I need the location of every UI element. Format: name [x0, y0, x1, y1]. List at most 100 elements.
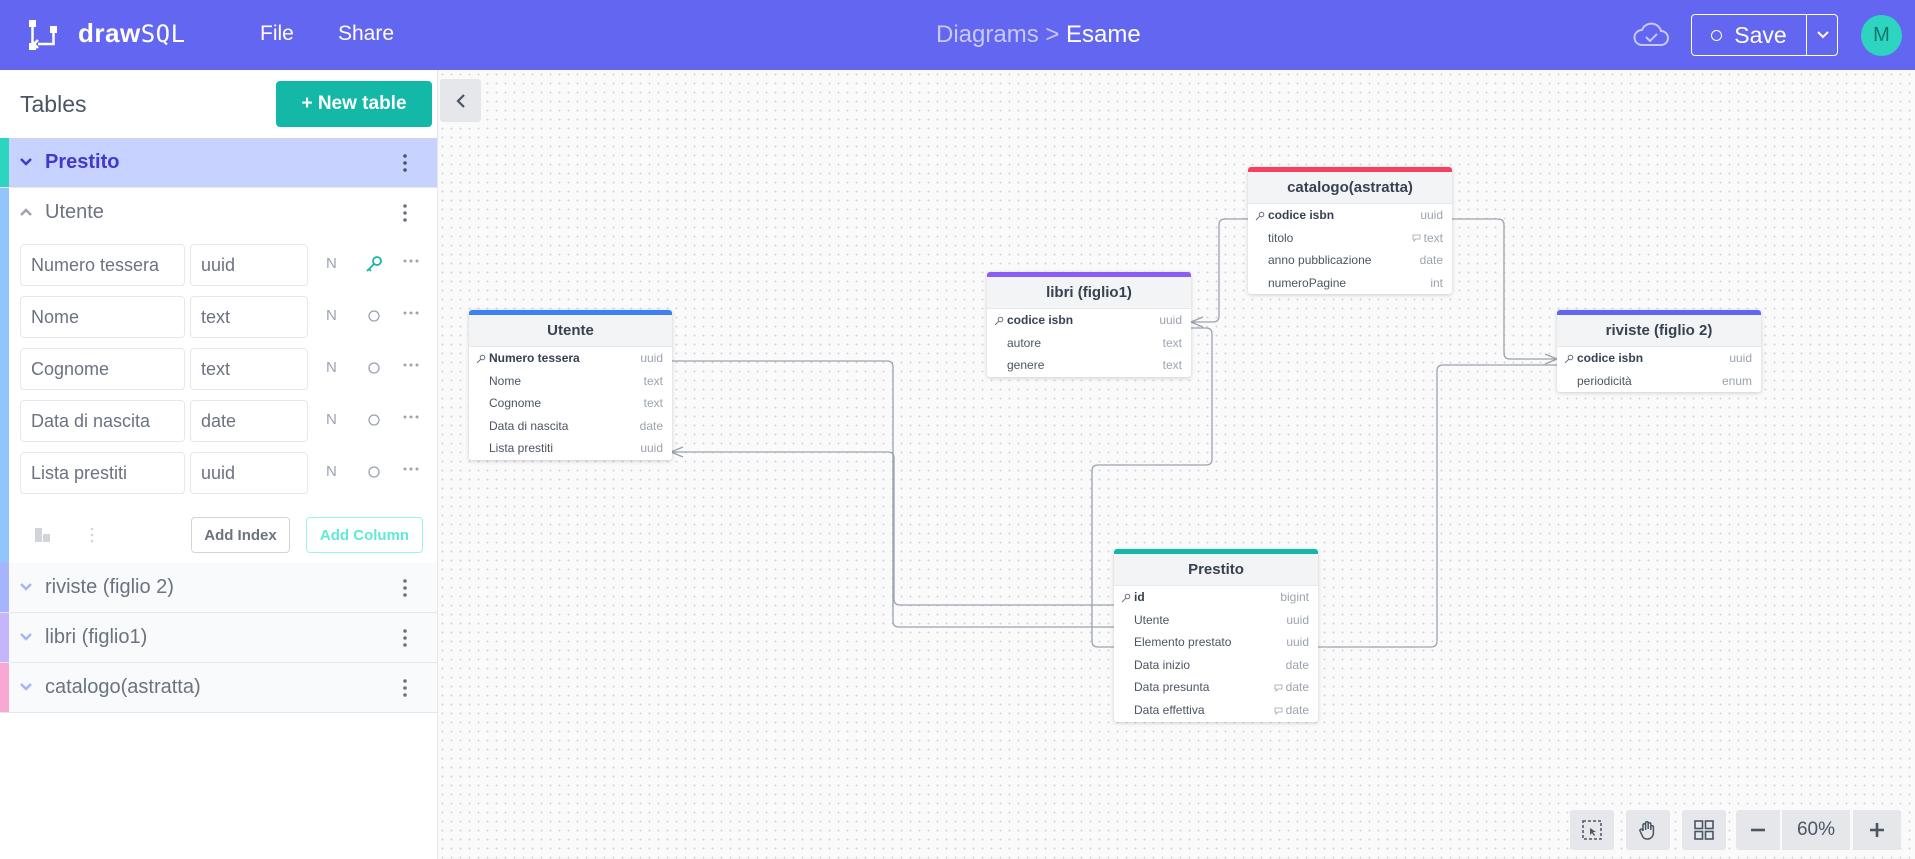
grid-toggle-button[interactable] — [1682, 810, 1726, 850]
save-options-button[interactable] — [1807, 15, 1838, 55]
breadcrumb-parent[interactable]: Diagrams > — [936, 21, 1060, 48]
relation-utente-prestito — [671, 360, 1114, 628]
er-table-catalogo[interactable]: catalogo(astratta) codice isbn uuid tito… — [1248, 167, 1452, 295]
user-avatar[interactable]: M — [1861, 15, 1902, 56]
nullable-toggle[interactable]: N — [326, 463, 337, 480]
menu-share[interactable]: Share — [338, 22, 395, 45]
er-column-type: text — [643, 396, 663, 411]
field-name-input[interactable]: Data di nascita — [20, 400, 185, 442]
field-name-input[interactable]: Cognome — [20, 348, 185, 390]
more-vertical-icon[interactable] — [400, 678, 410, 698]
more-horizontal-icon[interactable] — [402, 310, 420, 316]
field-type-select[interactable]: text — [190, 348, 308, 390]
save-button[interactable]: Save — [1692, 15, 1806, 55]
field-type-select[interactable]: text — [190, 296, 308, 338]
key-toggle-circle-icon[interactable] — [364, 462, 384, 482]
zoom-level[interactable]: 60% — [1782, 810, 1850, 850]
chevron-down-icon — [20, 683, 32, 691]
field-type-select[interactable]: uuid — [190, 244, 308, 286]
table-item-utente[interactable]: Utente — [0, 188, 437, 238]
er-column-type: date — [1285, 657, 1309, 672]
cloud-sync-icon[interactable] — [1632, 17, 1670, 53]
er-column-name: codice isbn — [1268, 208, 1335, 222]
er-column[interactable]: codice isbn uuid — [1557, 347, 1761, 370]
table-item-libri[interactable]: libri (figlio1) — [0, 613, 437, 663]
table-item-prestito[interactable]: Prestito — [0, 138, 437, 188]
er-column-name: Data presunta — [1134, 680, 1210, 695]
key-toggle-circle-icon[interactable] — [364, 410, 384, 430]
select-tool-button[interactable] — [1570, 810, 1614, 850]
collapse-panel-button[interactable] — [440, 79, 481, 122]
er-column[interactable]: codice isbn uuid — [987, 309, 1191, 332]
nullable-toggle[interactable]: N — [326, 411, 337, 428]
zoom-in-icon — [1870, 823, 1884, 837]
tables-panel-header: Tables + New table — [0, 70, 437, 138]
select-icon — [1582, 820, 1602, 840]
pan-tool-button[interactable] — [1626, 810, 1670, 850]
er-column-type: date — [1419, 253, 1443, 268]
more-vertical-icon[interactable] — [400, 203, 410, 223]
index-icon[interactable] — [34, 527, 52, 543]
er-table-riviste[interactable]: riviste (figlio 2) codice isbn uuid peri… — [1557, 310, 1761, 393]
field-name-input[interactable]: Nome — [20, 296, 185, 338]
er-table-title: catalogo(astratta) — [1248, 172, 1452, 204]
table-item-catalogo[interactable]: catalogo(astratta) — [0, 663, 437, 713]
nullable-toggle[interactable]: N — [326, 255, 337, 272]
nullable-toggle[interactable]: N — [326, 307, 337, 324]
menu-file[interactable]: File — [260, 22, 294, 45]
zoom-in-button[interactable] — [1853, 810, 1901, 850]
nullable-toggle[interactable]: N — [326, 359, 337, 376]
more-vertical-icon[interactable] — [400, 628, 410, 648]
field-name-input[interactable]: Lista prestiti — [20, 452, 185, 494]
more-horizontal-icon[interactable] — [402, 362, 420, 368]
more-horizontal-icon[interactable] — [402, 466, 420, 472]
er-column-name: Data effettiva — [1134, 702, 1205, 717]
key-toggle-circle-icon[interactable] — [364, 358, 384, 378]
er-column[interactable]: id bigint — [1114, 586, 1318, 609]
er-column[interactable]: codice isbn uuid — [1248, 204, 1452, 227]
more-vertical-icon[interactable] — [400, 153, 410, 173]
chevron-down-icon — [1816, 31, 1829, 39]
er-column-name: Nome — [489, 373, 522, 388]
breadcrumb-current[interactable]: Esame — [1066, 21, 1141, 48]
more-horizontal-icon[interactable] — [402, 258, 420, 264]
field-name-input[interactable]: Numero tessera — [20, 244, 185, 286]
er-column[interactable]: Numero tessera uuid — [469, 347, 672, 370]
new-table-button[interactable]: + New table — [276, 81, 432, 127]
field-type-select[interactable]: date — [190, 400, 308, 442]
er-table-title: libri (figlio1) — [987, 277, 1191, 309]
er-column-name: id — [1134, 590, 1145, 604]
primary-key-icon[interactable] — [364, 254, 384, 274]
more-horizontal-icon[interactable] — [402, 414, 420, 420]
key-toggle-circle-icon[interactable] — [364, 306, 384, 326]
zoom-out-button[interactable] — [1736, 810, 1780, 850]
more-vertical-icon[interactable] — [400, 578, 410, 598]
relation-libri-catalogo — [1191, 218, 1248, 323]
more-vertical-icon[interactable] — [89, 527, 95, 543]
table-item-riviste[interactable]: riviste (figlio 2) — [0, 563, 437, 613]
field-type-select[interactable]: uuid — [190, 452, 308, 494]
add-column-button[interactable]: Add Column — [306, 517, 423, 553]
er-column-name: titolo — [1268, 230, 1294, 245]
add-index-button[interactable]: Add Index — [191, 517, 290, 553]
drawsql-logo-icon — [29, 20, 57, 50]
